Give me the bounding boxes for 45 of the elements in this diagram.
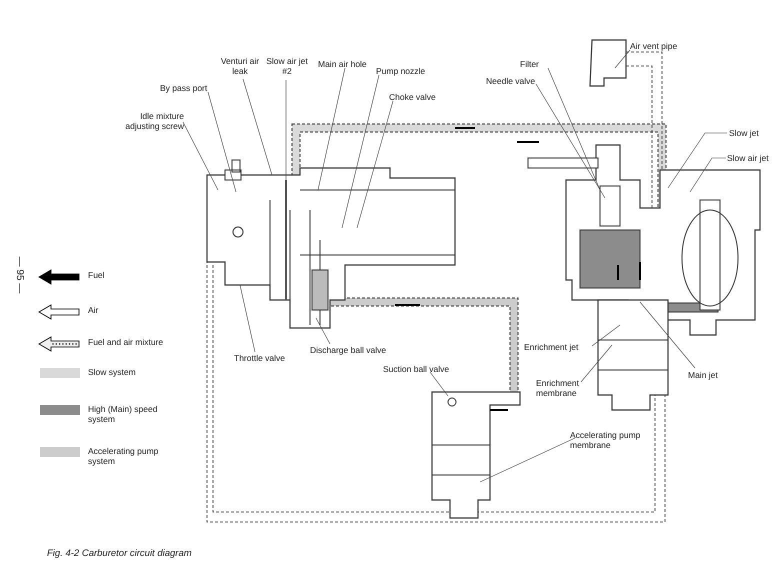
callout-label: Filter bbox=[520, 59, 550, 69]
callout-label: Discharge ball valve bbox=[310, 345, 390, 355]
callout-label: Main jet bbox=[688, 370, 728, 380]
callout-label: Pump nozzle bbox=[376, 66, 436, 76]
leader-line bbox=[536, 84, 606, 198]
leader-line bbox=[316, 318, 330, 344]
legend-label: Fuel and air mixture bbox=[88, 337, 164, 347]
legend-label: Air bbox=[88, 305, 100, 315]
leader-line bbox=[240, 284, 256, 352]
leader-line bbox=[668, 132, 728, 188]
leader-line bbox=[182, 122, 218, 190]
callout-label: By pass port bbox=[160, 83, 220, 93]
callout-label: Slow jet bbox=[729, 128, 769, 138]
legend-label: Fuel bbox=[88, 270, 106, 280]
leader-line bbox=[592, 324, 620, 346]
legend-label: Accelerating pump system bbox=[88, 446, 160, 466]
legend-label: Slow system bbox=[88, 367, 137, 377]
leader-line bbox=[356, 100, 394, 228]
callout-label: Accelerating pump membrane bbox=[570, 430, 648, 450]
page-number: — 95 — bbox=[14, 256, 24, 296]
callout-label: Slow air jet bbox=[727, 153, 773, 163]
callout-label: Venturi air leak bbox=[215, 56, 265, 76]
leader-line bbox=[480, 438, 576, 482]
leader-line bbox=[430, 372, 448, 396]
leader-line bbox=[580, 344, 612, 382]
leader-line bbox=[342, 74, 380, 228]
leader-line bbox=[690, 158, 726, 192]
figure-caption: Fig. 4-2 Carburetor circuit diagram bbox=[47, 549, 193, 559]
callout-label: Enrichment jet bbox=[524, 342, 592, 352]
callout-label: Needle valve bbox=[486, 76, 540, 86]
leader-line bbox=[242, 78, 272, 176]
callout-label: Idle mixture adjusting screw bbox=[112, 111, 184, 131]
callout-label: Choke valve bbox=[389, 92, 445, 102]
callout-label: Throttle valve bbox=[234, 353, 294, 363]
leader-line bbox=[640, 302, 696, 368]
leader-line bbox=[614, 50, 630, 68]
callout-label: Slow air jet #2 bbox=[266, 56, 308, 76]
leader-line bbox=[548, 68, 600, 190]
callout-label: Main air hole bbox=[318, 59, 382, 69]
callout-label: Enrichment membrane bbox=[536, 378, 582, 398]
callout-label: Air vent pipe bbox=[630, 41, 690, 51]
legend-label: High (Main) speed system bbox=[88, 404, 158, 424]
leader-line bbox=[318, 68, 346, 190]
leader-line bbox=[208, 92, 236, 192]
callout-label: Suction ball valve bbox=[383, 364, 453, 374]
